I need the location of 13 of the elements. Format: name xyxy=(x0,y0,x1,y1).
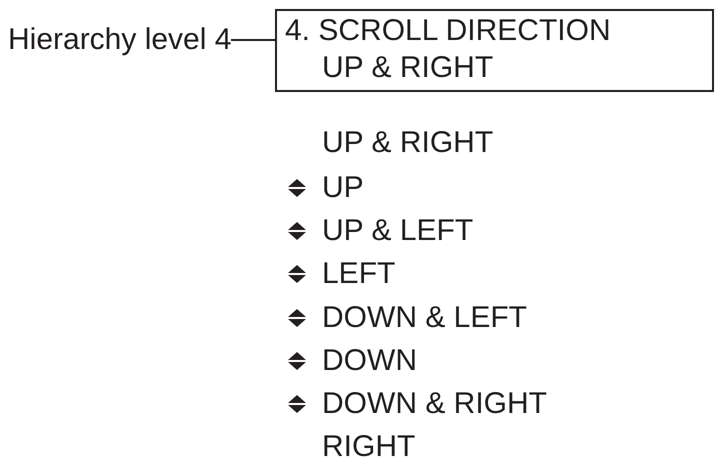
menu-option: RIGHT xyxy=(322,430,416,461)
menu-heading: 4. SCROLL DIRECTION xyxy=(285,14,611,48)
menu-option: DOWN & RIGHT xyxy=(322,387,547,421)
menu-option: LEFT xyxy=(322,257,396,291)
menu-option: UP xyxy=(322,171,364,205)
menu-option: DOWN & LEFT xyxy=(322,301,528,335)
menu-value: UP & RIGHT xyxy=(322,51,494,85)
menu-option: UP & RIGHT xyxy=(322,126,494,160)
menu-option: DOWN xyxy=(322,344,417,378)
hierarchy-label: Hierarchy level 4 xyxy=(8,23,232,57)
leader-line xyxy=(231,39,275,41)
menu-option: UP & LEFT xyxy=(322,214,474,248)
menu-box xyxy=(275,9,714,92)
